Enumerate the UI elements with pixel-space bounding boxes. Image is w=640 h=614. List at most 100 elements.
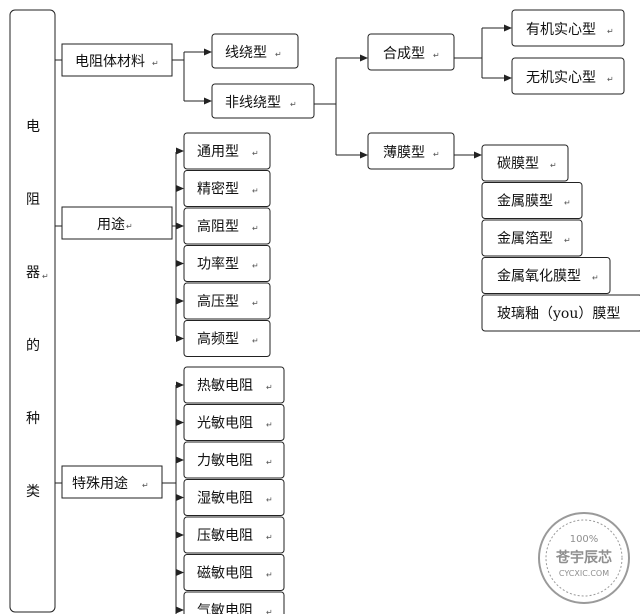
- usage-label: 用途: [97, 216, 125, 233]
- arrowhead: [176, 531, 184, 539]
- para-mark: ↵: [252, 149, 259, 158]
- category-label: 光敏电阻: [197, 416, 253, 432]
- arrowhead: [176, 335, 184, 342]
- para-mark: ↵: [290, 100, 297, 109]
- para-mark: ↵: [275, 50, 282, 59]
- film-type-label: 玻璃釉（you）膜型: [497, 305, 620, 322]
- category-label: 功率型: [197, 256, 239, 273]
- category-label: 力敏电阻: [197, 453, 253, 469]
- category-label: 高压型: [197, 293, 239, 310]
- root-char: 类: [26, 484, 40, 500]
- para-mark: ↵: [433, 150, 440, 159]
- arrowhead: [176, 569, 184, 576]
- film-type-box: [481, 294, 640, 332]
- arrowhead: [176, 297, 184, 305]
- arrowhead: [474, 151, 482, 159]
- root-char: 器: [26, 265, 40, 281]
- non-wire-wound-box: [211, 83, 315, 119]
- para-mark: ↵: [252, 337, 259, 346]
- para-mark: ↵: [126, 222, 133, 231]
- non-wire-wound-label: 非线绕型: [225, 95, 281, 111]
- film-items: 碳膜型↵金属膜型↵金属箔型↵金属氧化膜型↵玻璃釉（you）膜型: [481, 144, 640, 332]
- para-mark: ↵: [607, 27, 614, 36]
- category-label: 高阻型: [197, 218, 239, 235]
- inorganic-solid-box: [511, 57, 625, 95]
- arrowhead: [360, 54, 368, 62]
- film-type-box: [481, 257, 611, 294]
- category-label: 压敏电阻: [197, 528, 253, 544]
- para-mark: ↵: [266, 421, 273, 430]
- inorganic-solid-label: 无机实心型: [526, 70, 596, 86]
- arrowhead: [176, 381, 184, 389]
- film-type-box: [481, 182, 583, 219]
- film-type-box: [481, 144, 569, 182]
- category-box: [183, 366, 285, 404]
- category-box: [183, 170, 271, 207]
- arrowhead: [176, 494, 184, 501]
- para-mark: ↵: [142, 481, 149, 490]
- arrowhead: [504, 74, 512, 82]
- material-box: [61, 43, 173, 77]
- arrowhead: [176, 185, 184, 192]
- para-mark: ↵: [564, 236, 571, 245]
- film-label: 薄膜型: [383, 145, 425, 161]
- film-type-label: 碳膜型: [497, 156, 539, 172]
- para-mark: ↵: [252, 262, 259, 271]
- para-mark: ↵: [252, 187, 259, 196]
- watermark-domain: CYCXIC.COM: [559, 569, 609, 578]
- category-box: [183, 441, 285, 479]
- category-box: [183, 207, 271, 245]
- arrowhead: [176, 147, 184, 155]
- category-label: 热敏电阻: [197, 378, 253, 394]
- organic-solid-label: 有机实心型: [526, 22, 596, 38]
- para-mark: ↵: [607, 75, 614, 84]
- category-box: [183, 554, 285, 591]
- root-box: [9, 9, 56, 613]
- category-box: [183, 404, 285, 441]
- usage-box: [61, 206, 173, 240]
- para-mark: ↵: [252, 299, 259, 308]
- watermark-name: 苍宇辰芯: [555, 549, 612, 566]
- para-mark: ↵: [42, 272, 49, 281]
- para-mark: ↵: [266, 458, 273, 467]
- root-char: 的: [26, 338, 40, 354]
- category-box: [183, 516, 285, 554]
- arrowhead: [176, 222, 184, 230]
- arrowhead: [176, 456, 184, 464]
- para-mark: ↵: [266, 571, 273, 580]
- para-mark: ↵: [252, 224, 259, 233]
- para-mark: ↵: [266, 383, 273, 392]
- arrowhead: [204, 48, 212, 56]
- film-type-label: 金属氧化膜型: [497, 269, 581, 285]
- para-mark: ↵: [266, 496, 273, 505]
- special-items: 热敏电阻↵光敏电阻↵力敏电阻↵湿敏电阻↵压敏电阻↵磁敏电阻↵气敏电阻↵: [176, 366, 285, 614]
- arrowhead: [176, 260, 184, 267]
- root-char: 阻: [26, 192, 40, 208]
- composite-box: [367, 33, 455, 71]
- watermark-stamp: 100% 苍宇辰芯 CYCXIC.COM: [538, 512, 630, 604]
- category-label: 气敏电阻: [197, 603, 253, 614]
- category-label: 高频型: [197, 331, 239, 348]
- organic-solid-box: [511, 9, 625, 47]
- para-mark: ↵: [564, 199, 571, 208]
- film-type-label: 金属膜型: [497, 194, 553, 210]
- usage-items: 通用型 ↵ 精密型 ↵ 高阻型 ↵ 功率型 ↵ 高压型 ↵ 高频型 ↵: [176, 132, 271, 357]
- category-box: [183, 320, 271, 357]
- category-box: [183, 479, 285, 516]
- arrowhead: [504, 24, 512, 32]
- category-box: [183, 245, 271, 282]
- film-type-label: 金属箔型: [497, 231, 553, 247]
- root-char: 电: [26, 119, 40, 135]
- arrowhead: [360, 151, 368, 159]
- category-label: 通用型: [197, 144, 239, 160]
- watermark-top: 100%: [570, 534, 599, 545]
- para-mark: ↵: [592, 274, 599, 283]
- wire-wound-box: [211, 33, 299, 69]
- special-label: 特殊用途: [72, 475, 128, 492]
- category-box: [183, 591, 285, 614]
- category-box: [183, 282, 271, 320]
- category-label: 精密型: [197, 181, 239, 198]
- para-mark: ↵: [433, 51, 440, 60]
- para-mark: ↵: [266, 533, 273, 542]
